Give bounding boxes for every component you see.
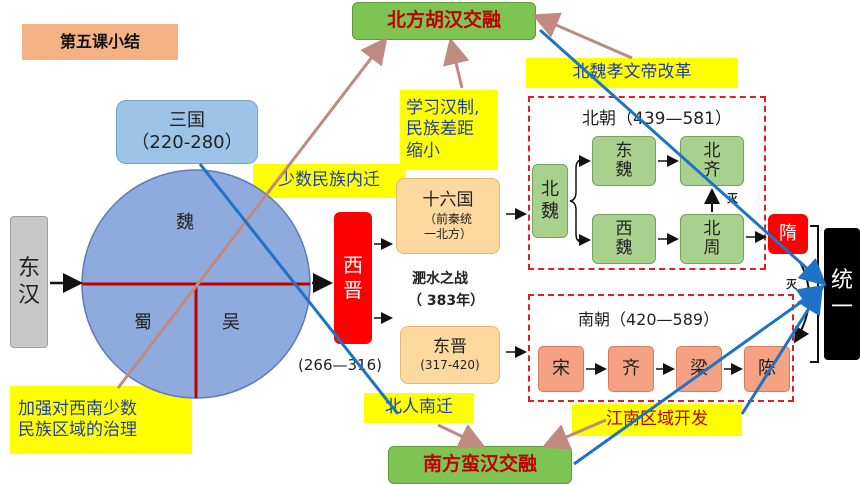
beiwei-brace (569, 159, 583, 243)
donghan-char-2: 汉 (17, 283, 40, 308)
song-box: 宋 (538, 346, 584, 392)
shu-label: 蜀 (134, 312, 152, 333)
learn-han-line-3: 缩小 (406, 140, 440, 161)
arrow-jiangnan-unify (740, 286, 823, 415)
page-title: 第五课小结 (22, 24, 178, 60)
beiwei-char-2: 魏 (541, 201, 559, 222)
beiqi-box: 北 齐 (680, 136, 744, 186)
dongwei-char-2: 魏 (615, 160, 633, 180)
north-dynasties-label: 北朝（439—581） (582, 109, 732, 129)
southwest-line-1: 加强对西南少数 (18, 398, 137, 419)
xiwei-char-1: 西 (615, 219, 633, 240)
xiwei-box: 西 魏 (592, 214, 656, 264)
southwest-line-2: 民族区域的治理 (18, 420, 137, 440)
shiliuguo-label: 十六国 (422, 190, 474, 211)
sui-box: 隋 (768, 214, 808, 254)
wei-label: 魏 (176, 212, 194, 233)
unify-box: 统 一 (824, 228, 860, 360)
unify-char-2: 一 (830, 295, 853, 320)
arrow-jiangnan-south-fusion (541, 418, 607, 450)
learn-han-note: 学习汉制, 民族差距 缩小 (400, 90, 498, 170)
dongjin-years: (317-420) (420, 358, 480, 373)
donghan-char-1: 东 (17, 255, 40, 281)
north-dynasties-frame (528, 96, 766, 270)
dongwei-char-1: 东 (615, 141, 633, 162)
beizhou-box: 北 周 (680, 214, 744, 264)
arrow-westhan-unify (198, 163, 400, 415)
north-move-south-note: 北人南迁 (364, 393, 474, 423)
dongjin-label: 东晋 (433, 336, 467, 357)
wu-label: 吴 (222, 312, 240, 333)
beizhou-char-1: 北 (703, 219, 721, 240)
feishui-year: （ 383年） (408, 293, 485, 309)
southwest-note: 加强对西南少数 民族区域的治理 (10, 386, 192, 454)
beiwei-char-1: 北 (541, 178, 559, 200)
arrow-southwest-north-fusion (116, 36, 388, 389)
beizhou-char-2: 周 (703, 238, 721, 258)
donghan-box: 东 汉 (10, 216, 48, 348)
beiqi-char-2: 齐 (703, 160, 721, 180)
three-kingdoms-years: （220-280） (131, 132, 243, 153)
xijin-char-2: 晋 (343, 278, 363, 302)
arrow-north-move-south-fusion (437, 423, 487, 449)
south-dynasties-label: 南朝（420—589） (578, 310, 720, 329)
three-kingdoms-name: 三国 (169, 109, 205, 131)
arrow-learn-han-north-fusion (443, 37, 470, 89)
xiwei-char-2: 魏 (615, 238, 633, 258)
shiliuguo-sub-2: 一北方） (423, 226, 472, 241)
beiwei-box: 北 魏 (532, 164, 568, 238)
unify-char-1: 统 (830, 267, 853, 293)
arrow-reform-north-fusion (531, 12, 633, 60)
jiangnan-note: 江南区域开发 (572, 404, 742, 436)
arrow-north-fusion-unify (539, 28, 827, 286)
learn-han-line-2: 民族差距 (406, 119, 474, 140)
xijin-char-1: 西 (343, 253, 363, 277)
minority-move-note: 少数民族内迁 (253, 164, 405, 198)
feishui-label: 淝水之战 (412, 271, 468, 287)
shiliuguo-sub-1: （前秦统 (423, 211, 472, 226)
south-mie-label: 灭 (786, 278, 797, 291)
shiliuguo-box: 十六国 （前秦统 一北方） (396, 178, 500, 254)
chen-box: 陈 (744, 346, 790, 392)
arrow-south-fusion-unify (573, 284, 826, 466)
xijin-box: 西 晋 (334, 212, 372, 344)
qi-box: 齐 (608, 346, 654, 392)
north-mie-label: 灭 (727, 192, 738, 205)
dongjin-box: 东晋 (317-420) (400, 326, 500, 384)
dongwei-box: 东 魏 (592, 136, 656, 186)
three-kingdoms-label: 三国 （220-280） (116, 100, 258, 164)
beiqi-char-1: 北 (703, 141, 721, 162)
reform-note: 北魏孝文帝改革 (526, 58, 738, 88)
learn-han-line-1: 学习汉制, (406, 98, 480, 119)
